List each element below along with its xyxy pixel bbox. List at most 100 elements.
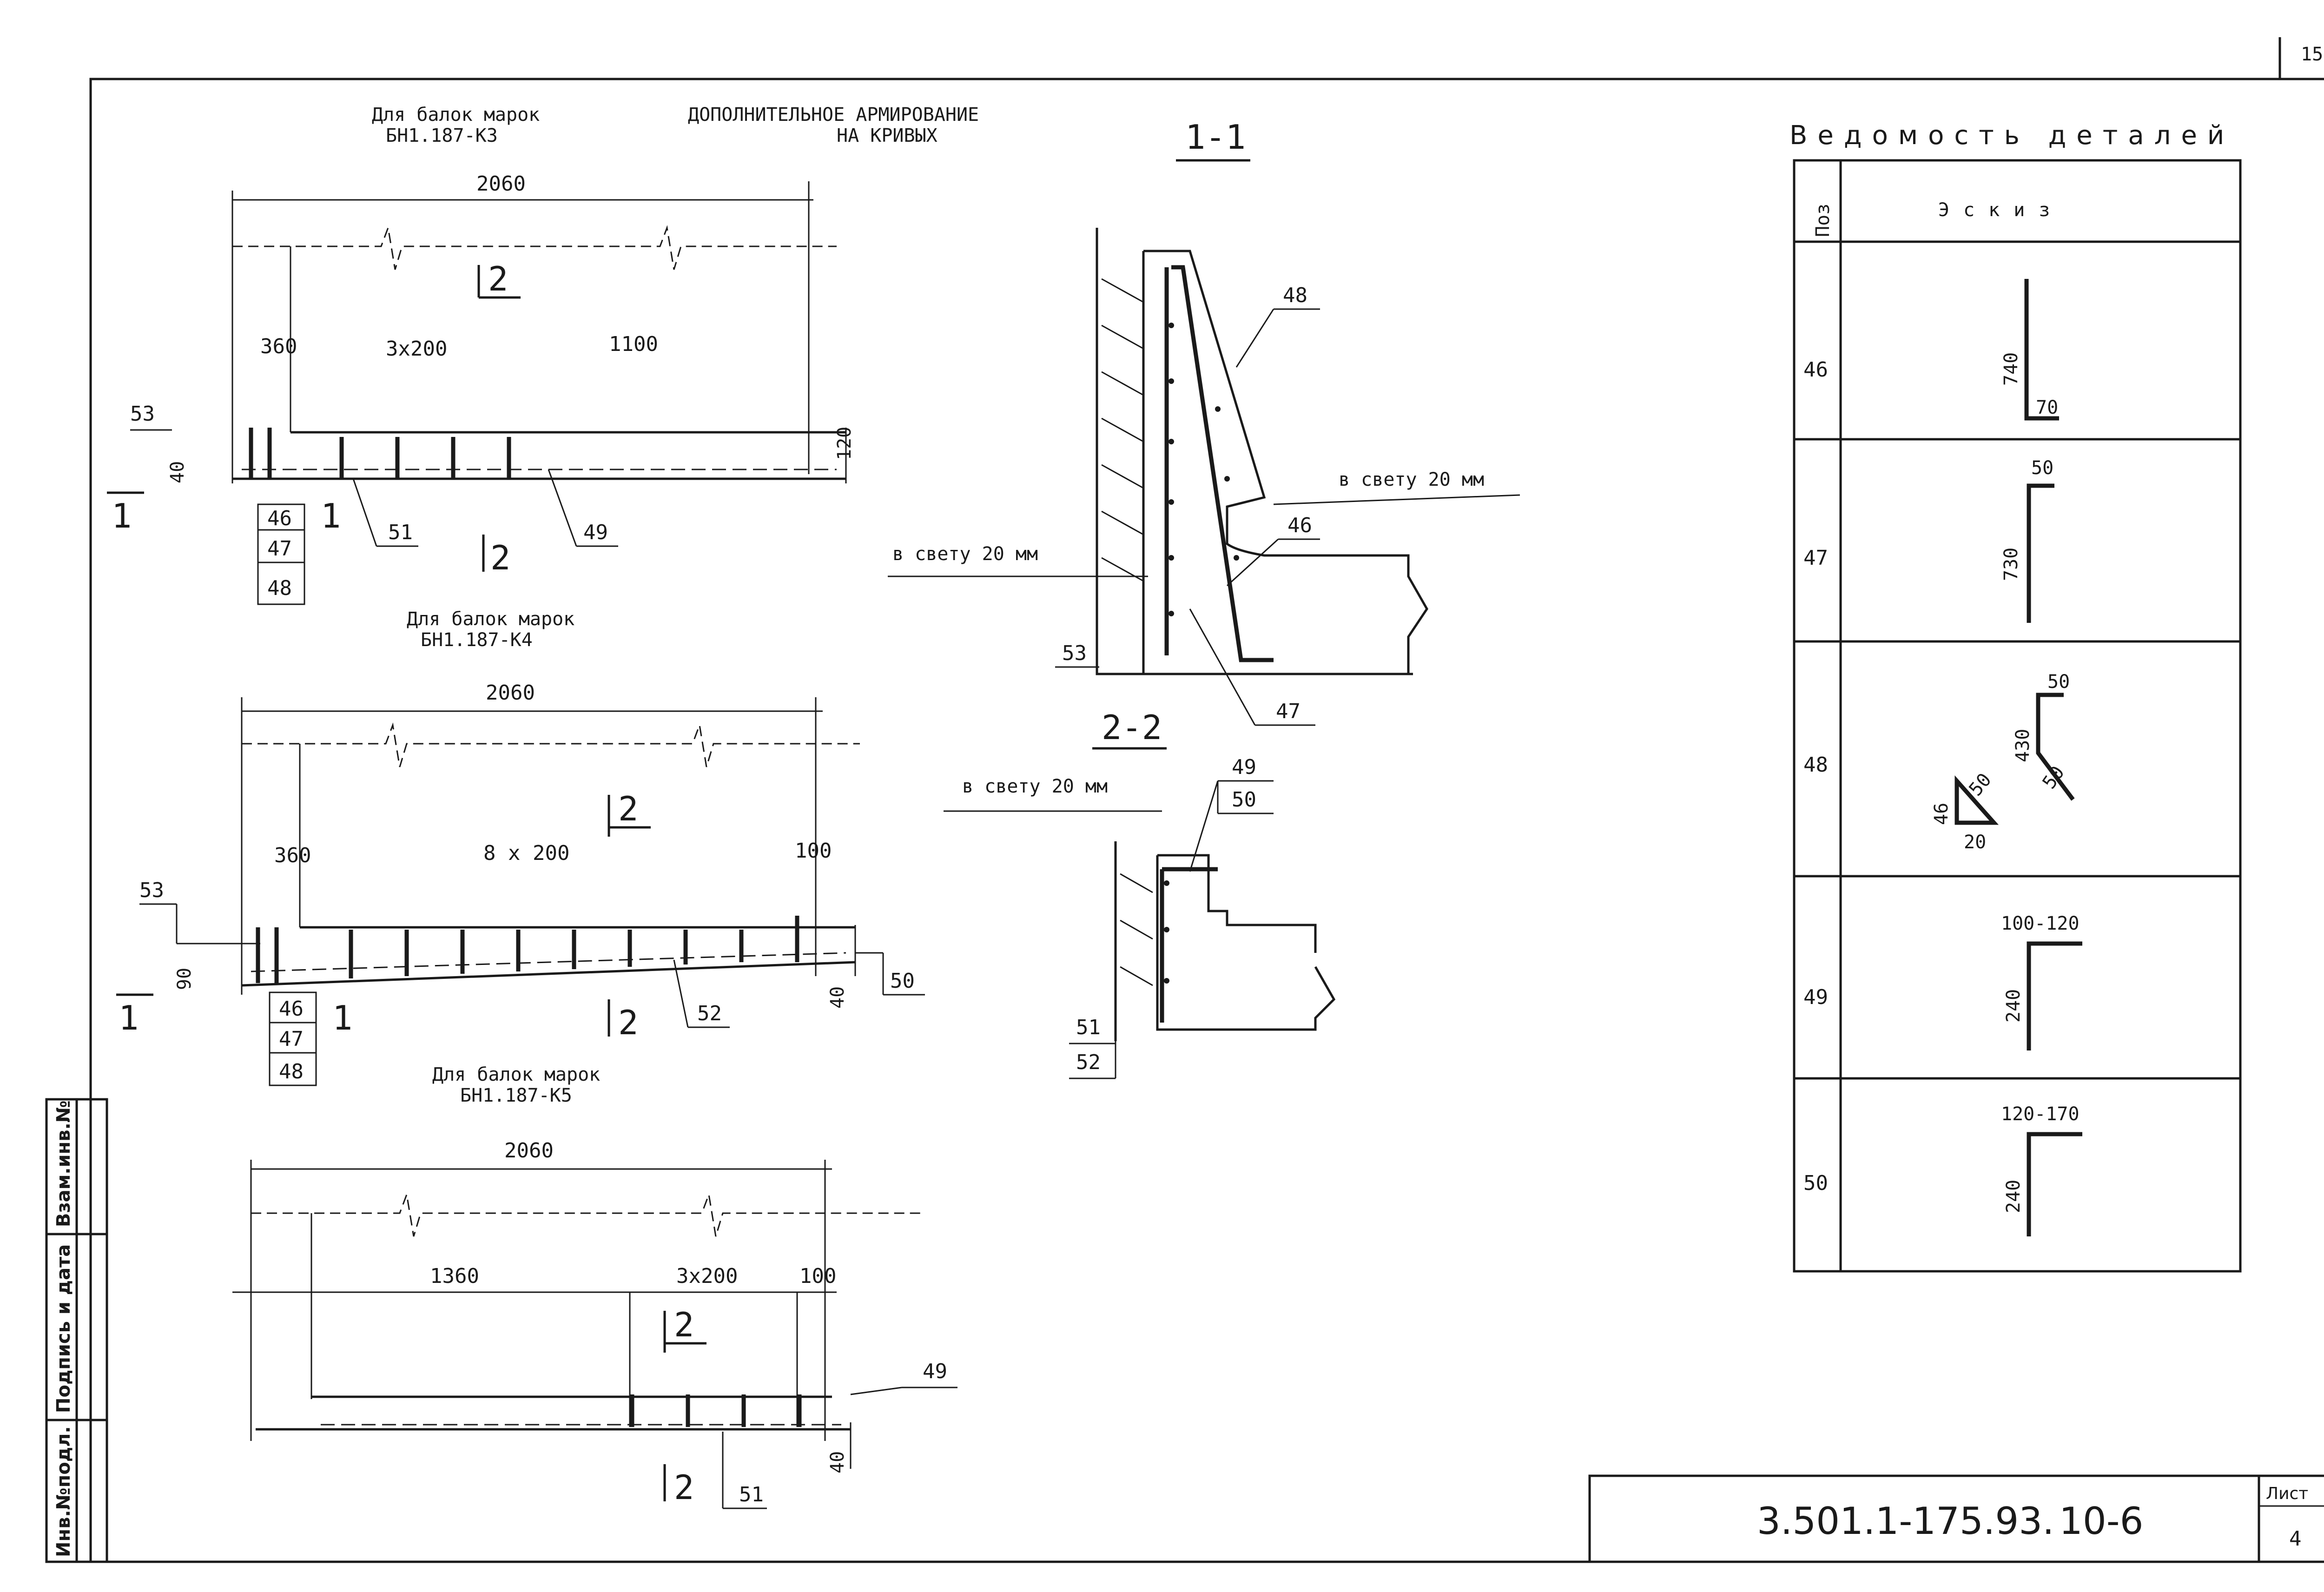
beam-k3-callout-49: 49 bbox=[583, 521, 608, 544]
details-table-title: Ведомость деталей bbox=[1789, 120, 2234, 151]
beam-k3-section-1-mid: 1 bbox=[321, 496, 341, 535]
details-row-46-dim-1: 740 bbox=[2000, 352, 2022, 386]
details-row-48-dim-6: 20 bbox=[1964, 832, 1986, 853]
beam-k4-dim-b: 8 x 200 bbox=[483, 841, 569, 865]
beam-k3-dim-total: 2060 bbox=[476, 172, 526, 196]
details-row-49-dim-1: 100-120 bbox=[2001, 913, 2080, 934]
section-1-1-gap-right: в свету 20 мм bbox=[1339, 469, 1484, 490]
section-1-1-callout-53: 53 bbox=[1062, 641, 1087, 665]
beam-k3-dim-a: 360 bbox=[260, 335, 297, 358]
beam-k3-callout-46: 46 bbox=[267, 507, 292, 530]
title-block-code: 3.501.1-175.93. bbox=[1757, 1500, 2054, 1543]
details-row-47-pos: 47 bbox=[1803, 546, 1828, 570]
main-title: ДОПОЛНИТЕЛЬНОЕ АРМИРОВАНИЕ НА КРИВЫХ bbox=[688, 104, 979, 146]
beam-k5-caption2: БН1.187-К5 bbox=[460, 1085, 572, 1106]
beam-k3-dim-b: 3x200 bbox=[386, 337, 447, 361]
beam-k3-dim-h1: 120 bbox=[834, 427, 855, 460]
side-stamp-vzam-inv: Взам.инв.№ bbox=[53, 1100, 74, 1227]
details-row-50-pos: 50 bbox=[1803, 1171, 1828, 1195]
side-stamp: Инв.№подл. Подпись и дата Взам.инв.№ bbox=[45, 1098, 108, 1563]
beam-k4-dim-h2: 40 bbox=[827, 986, 848, 1009]
beam-k4-section-1-mid: 1 bbox=[332, 998, 352, 1037]
section-2-2: 2-2 в свету 20 мм 49 50 51 52 bbox=[944, 708, 1336, 1079]
beam-k4-caption2: БН1.187-К4 bbox=[421, 629, 533, 651]
beam-k4-callout-52: 52 bbox=[697, 1002, 722, 1025]
beam-k4-callout-46: 46 bbox=[279, 997, 304, 1021]
beam-k4-caption1: Для балок марок bbox=[407, 608, 574, 630]
beam-k3-dim-h2: 40 bbox=[167, 461, 188, 483]
beam-k5-dim-h2: 40 bbox=[827, 1451, 848, 1473]
beam-k5-dim-a: 1360 bbox=[430, 1264, 479, 1288]
details-row-48-pos: 48 bbox=[1803, 753, 1828, 777]
beam-k4-callout-50: 50 bbox=[890, 969, 915, 993]
section-2-2-callout-52: 52 bbox=[1076, 1050, 1101, 1074]
section-2-2-callout-50: 50 bbox=[1232, 788, 1256, 812]
section-1-1-callout-47: 47 bbox=[1276, 700, 1301, 723]
beam-k3-caption2: БН1.187-К3 bbox=[386, 125, 498, 146]
beam-k5-caption1: Для балок марок bbox=[432, 1064, 600, 1085]
section-1-1-callout-48: 48 bbox=[1283, 284, 1307, 307]
beam-k4-callout-47: 47 bbox=[279, 1027, 304, 1051]
beam-k4-callout-53: 53 bbox=[139, 879, 164, 902]
details-col-pos: Поз bbox=[1812, 204, 1834, 237]
beam-k5-dim-b: 3x200 bbox=[676, 1264, 738, 1288]
side-stamp-signature-date: Подпись и дата bbox=[53, 1244, 74, 1413]
beam-k3-section-2-top: 2 bbox=[488, 259, 508, 298]
beam-k5-callout-49: 49 bbox=[923, 1360, 947, 1383]
beam-k3-dim-c: 1100 bbox=[609, 332, 658, 356]
beam-k4-dim-a: 360 bbox=[274, 844, 311, 867]
beam-k4-dim-total: 2060 bbox=[486, 681, 535, 705]
title-block: 3.501.1-175.93. 10-6 Лист 4 bbox=[1588, 1474, 2324, 1563]
side-stamp-inv-podl: Инв.№подл. bbox=[53, 1426, 74, 1557]
title-block-sheet-number: 4 bbox=[2289, 1527, 2302, 1551]
beam-k5-dim-total: 2060 bbox=[504, 1139, 554, 1163]
details-row-47-dim-2: 730 bbox=[2000, 548, 2022, 581]
details-row-48-dim-2: 430 bbox=[2012, 729, 2034, 762]
beam-k5-section-2-top: 2 bbox=[674, 1305, 694, 1344]
section-2-2-gap: в свету 20 мм bbox=[962, 776, 1108, 797]
section-2-2-title: 2-2 bbox=[1102, 708, 1162, 747]
details-col-sketch: Эскиз bbox=[1938, 199, 2064, 221]
beam-k4-section-2-bot: 2 bbox=[618, 1003, 638, 1042]
section-1-1-title: 1-1 bbox=[1185, 118, 1246, 157]
title-block-sheet-label: Лист bbox=[2266, 1484, 2308, 1503]
beam-k3-callout-53: 53 bbox=[130, 402, 155, 426]
section-2-2-callout-51: 51 bbox=[1076, 1016, 1101, 1039]
section-1-1-callout-46: 46 bbox=[1287, 514, 1312, 537]
beam-k4-callout-48: 48 bbox=[279, 1060, 304, 1083]
details-row-48-dim-1: 50 bbox=[2047, 671, 2070, 693]
details-row-50-dim-2: 240 bbox=[2003, 1180, 2024, 1213]
beam-k3-view: Для балок марок БН1.187-К3 2060 360 3x20… bbox=[107, 104, 855, 605]
beam-k4-view: Для балок марок БН1.187-К4 2060 360 8 x … bbox=[116, 608, 925, 1086]
beam-k5-callout-51: 51 bbox=[739, 1483, 764, 1506]
beam-k4-section-1-left: 1 bbox=[119, 998, 139, 1037]
main-title-line2: НА КРИВЫХ bbox=[837, 125, 938, 146]
sheet-corner-number: 15 bbox=[2301, 44, 2323, 65]
details-row-46-pos: 46 bbox=[1803, 358, 1828, 382]
main-title-line1: ДОПОЛНИТЕЛЬНОЕ АРМИРОВАНИЕ bbox=[688, 104, 979, 126]
beam-k5-dim-c: 100 bbox=[799, 1264, 836, 1288]
section-1-1-gap-left: в свету 20 мм bbox=[892, 543, 1038, 565]
section-2-2-callout-49: 49 bbox=[1232, 755, 1256, 779]
beam-k4-dim-h1: 90 bbox=[174, 968, 195, 990]
beam-k3-caption1: Для балок марок bbox=[372, 104, 540, 126]
beam-k3-section-2-bot: 2 bbox=[490, 538, 510, 577]
details-row-50-dim-1: 120-170 bbox=[2001, 1103, 2080, 1125]
sheet-frame: 15 bbox=[89, 37, 2324, 1563]
details-row-48-dim-4: 46 bbox=[1931, 803, 1952, 825]
beam-k3-callout-51: 51 bbox=[388, 521, 413, 544]
beam-k5-view: Для балок марок БН1.187-К5 2060 1360 3x2… bbox=[232, 1064, 957, 1509]
beam-k3-callout-47: 47 bbox=[267, 537, 292, 561]
details-row-46-dim-2: 70 bbox=[2036, 397, 2058, 418]
beam-k5-section-2-bot: 2 bbox=[674, 1468, 694, 1507]
section-1-1: 1-1 48 в свету 20 мм 46 в свету 20 мм 53… bbox=[888, 118, 1520, 726]
beam-k4-section-2-top: 2 bbox=[618, 789, 638, 828]
title-block-sheet-ref: 10-6 bbox=[2059, 1500, 2144, 1543]
details-row-49-dim-2: 240 bbox=[2003, 989, 2024, 1023]
details-row-49-pos: 49 bbox=[1803, 985, 1828, 1009]
details-table: Ведомость деталей Поз Эскиз 46 740 70 47… bbox=[1789, 120, 2242, 1273]
beam-k4-dim-c: 100 bbox=[795, 839, 832, 863]
details-row-47-dim-1: 50 bbox=[2031, 457, 2053, 479]
beam-k3-callout-48: 48 bbox=[267, 576, 292, 600]
